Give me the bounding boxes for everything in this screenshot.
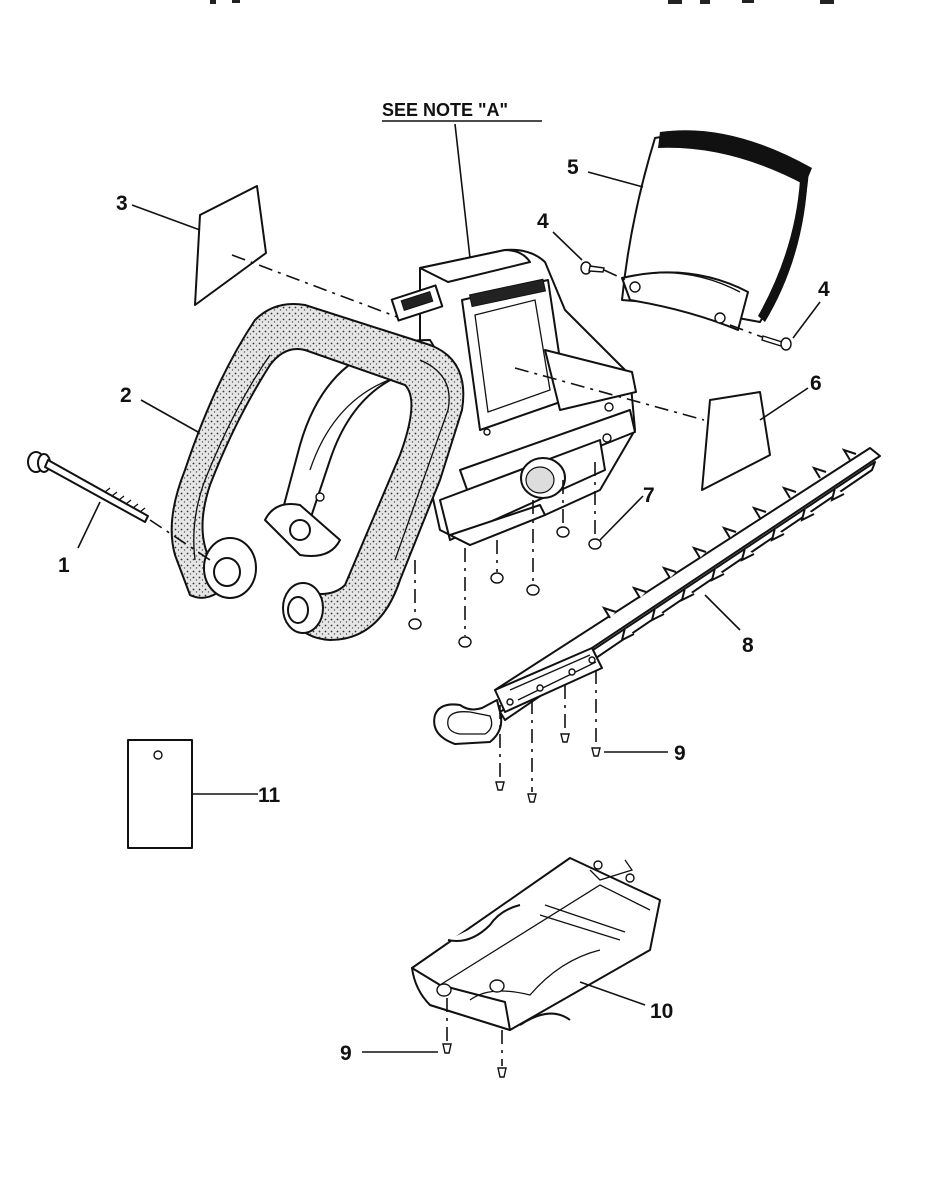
part-3-label-plate [194, 185, 401, 319]
part-5-cover [621, 130, 812, 331]
callout-2: 2 [120, 384, 132, 407]
callout-6: 6 [810, 372, 822, 395]
see-note-leader [454, 123, 471, 259]
part-7-nuts [408, 462, 602, 648]
callout-9b: 9 [340, 1042, 352, 1065]
part-9-screws-tray [442, 998, 507, 1078]
leader-7 [599, 495, 644, 541]
part-6-label-plate [514, 367, 771, 491]
part-11-tag [127, 739, 193, 849]
callout-9a: 9 [674, 742, 686, 765]
leader-2 [140, 399, 199, 433]
callout-8: 8 [742, 634, 754, 657]
callout-5: 5 [567, 156, 579, 179]
see-note-label: SEE NOTE "A" [382, 100, 508, 120]
part-1-bolt [27, 451, 211, 561]
part-4-screw-left [580, 261, 631, 283]
callout-10: 10 [650, 1000, 673, 1023]
leader-6 [759, 387, 809, 421]
leader-3 [131, 204, 201, 231]
part-2-front-handle [170, 303, 465, 642]
part-10-tray [411, 857, 661, 1031]
header-artifacts [210, 0, 834, 4]
callout-4b: 4 [818, 278, 830, 301]
leader-8 [704, 594, 741, 631]
leader-4a [552, 231, 583, 261]
leader-4b [792, 301, 821, 339]
callout-3: 3 [116, 192, 128, 215]
motor-housing [264, 248, 637, 557]
callout-11: 11 [258, 784, 281, 807]
callout-7: 7 [643, 484, 655, 507]
part-4-screw-right [729, 324, 792, 351]
leader-10 [579, 981, 646, 1006]
leader-5 [587, 171, 644, 188]
part-8-blade [433, 447, 881, 745]
leader-1 [77, 501, 101, 549]
callout-4a: 4 [537, 210, 549, 233]
callout-1: 1 [58, 554, 70, 577]
part-9-screws-blade [495, 670, 601, 803]
